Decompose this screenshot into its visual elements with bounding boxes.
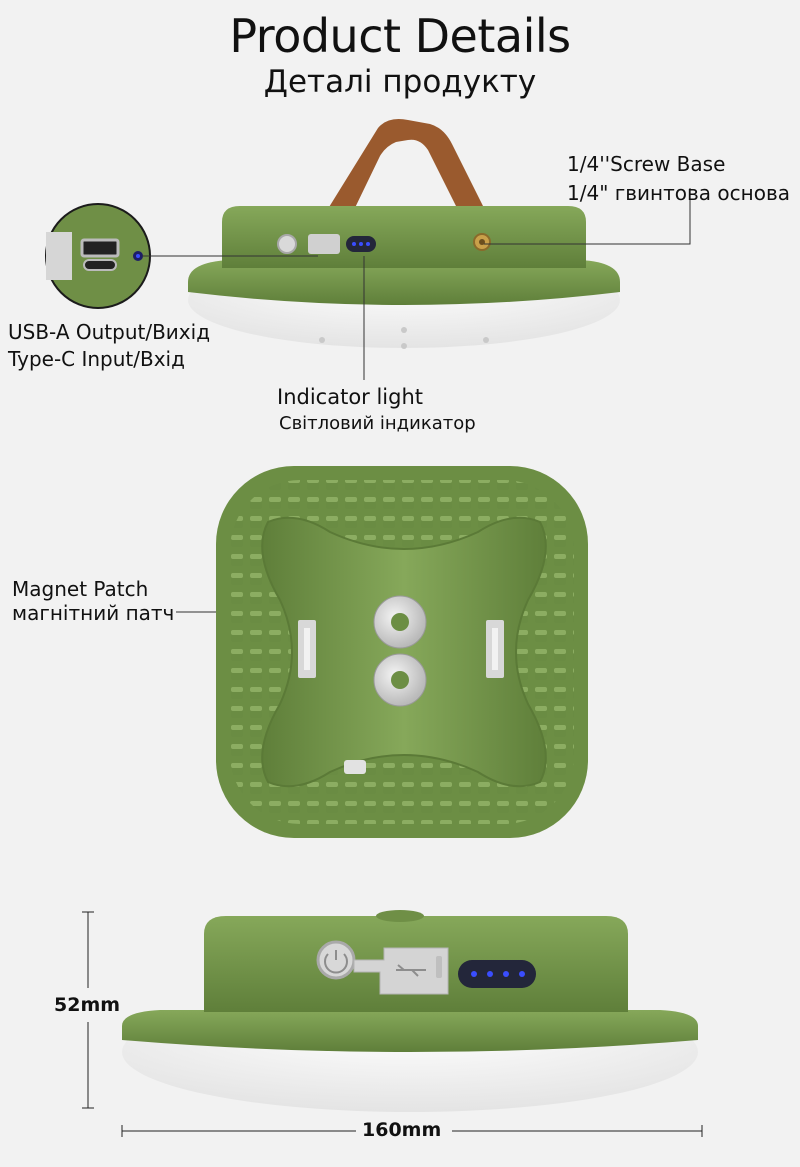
width-dimension: 160mm	[362, 1119, 442, 1141]
screw-base-label-uk: 1/4" гвинтова основа	[567, 181, 790, 205]
port-zoom-circle	[45, 203, 151, 309]
typec-label: Type-C Input/Вхід	[8, 347, 185, 371]
page-subtitle: Деталі продукту	[263, 64, 537, 100]
indicator-dots-icon	[458, 960, 536, 988]
indicator-label-uk: Світловий індикатор	[279, 413, 476, 434]
lantern-top-view	[188, 119, 620, 349]
magnet-icon	[373, 595, 427, 707]
body	[222, 206, 586, 268]
magnet-plate	[261, 516, 547, 788]
type-c-port	[83, 259, 117, 271]
rim	[188, 260, 620, 305]
screw-base-label-en: 1/4''Screw Base	[567, 152, 726, 176]
lantern-side-view	[122, 910, 698, 1112]
carry-strap	[326, 119, 494, 230]
usb-a-port	[80, 238, 120, 258]
indicator-label-en: Indicator light	[277, 385, 424, 409]
magnet-label-uk: магнітний патч	[12, 601, 175, 625]
power-button-icon	[277, 234, 297, 254]
page-title: Product Details	[229, 9, 571, 63]
magnet-label-en: Magnet Patch	[12, 577, 149, 601]
usb-cover	[308, 234, 340, 254]
dimension-lines	[82, 911, 703, 1137]
lantern-bottom-view	[216, 466, 588, 838]
usb-label: USB-A Output/Вихід	[8, 320, 211, 344]
height-dimension: 52mm	[54, 994, 121, 1016]
